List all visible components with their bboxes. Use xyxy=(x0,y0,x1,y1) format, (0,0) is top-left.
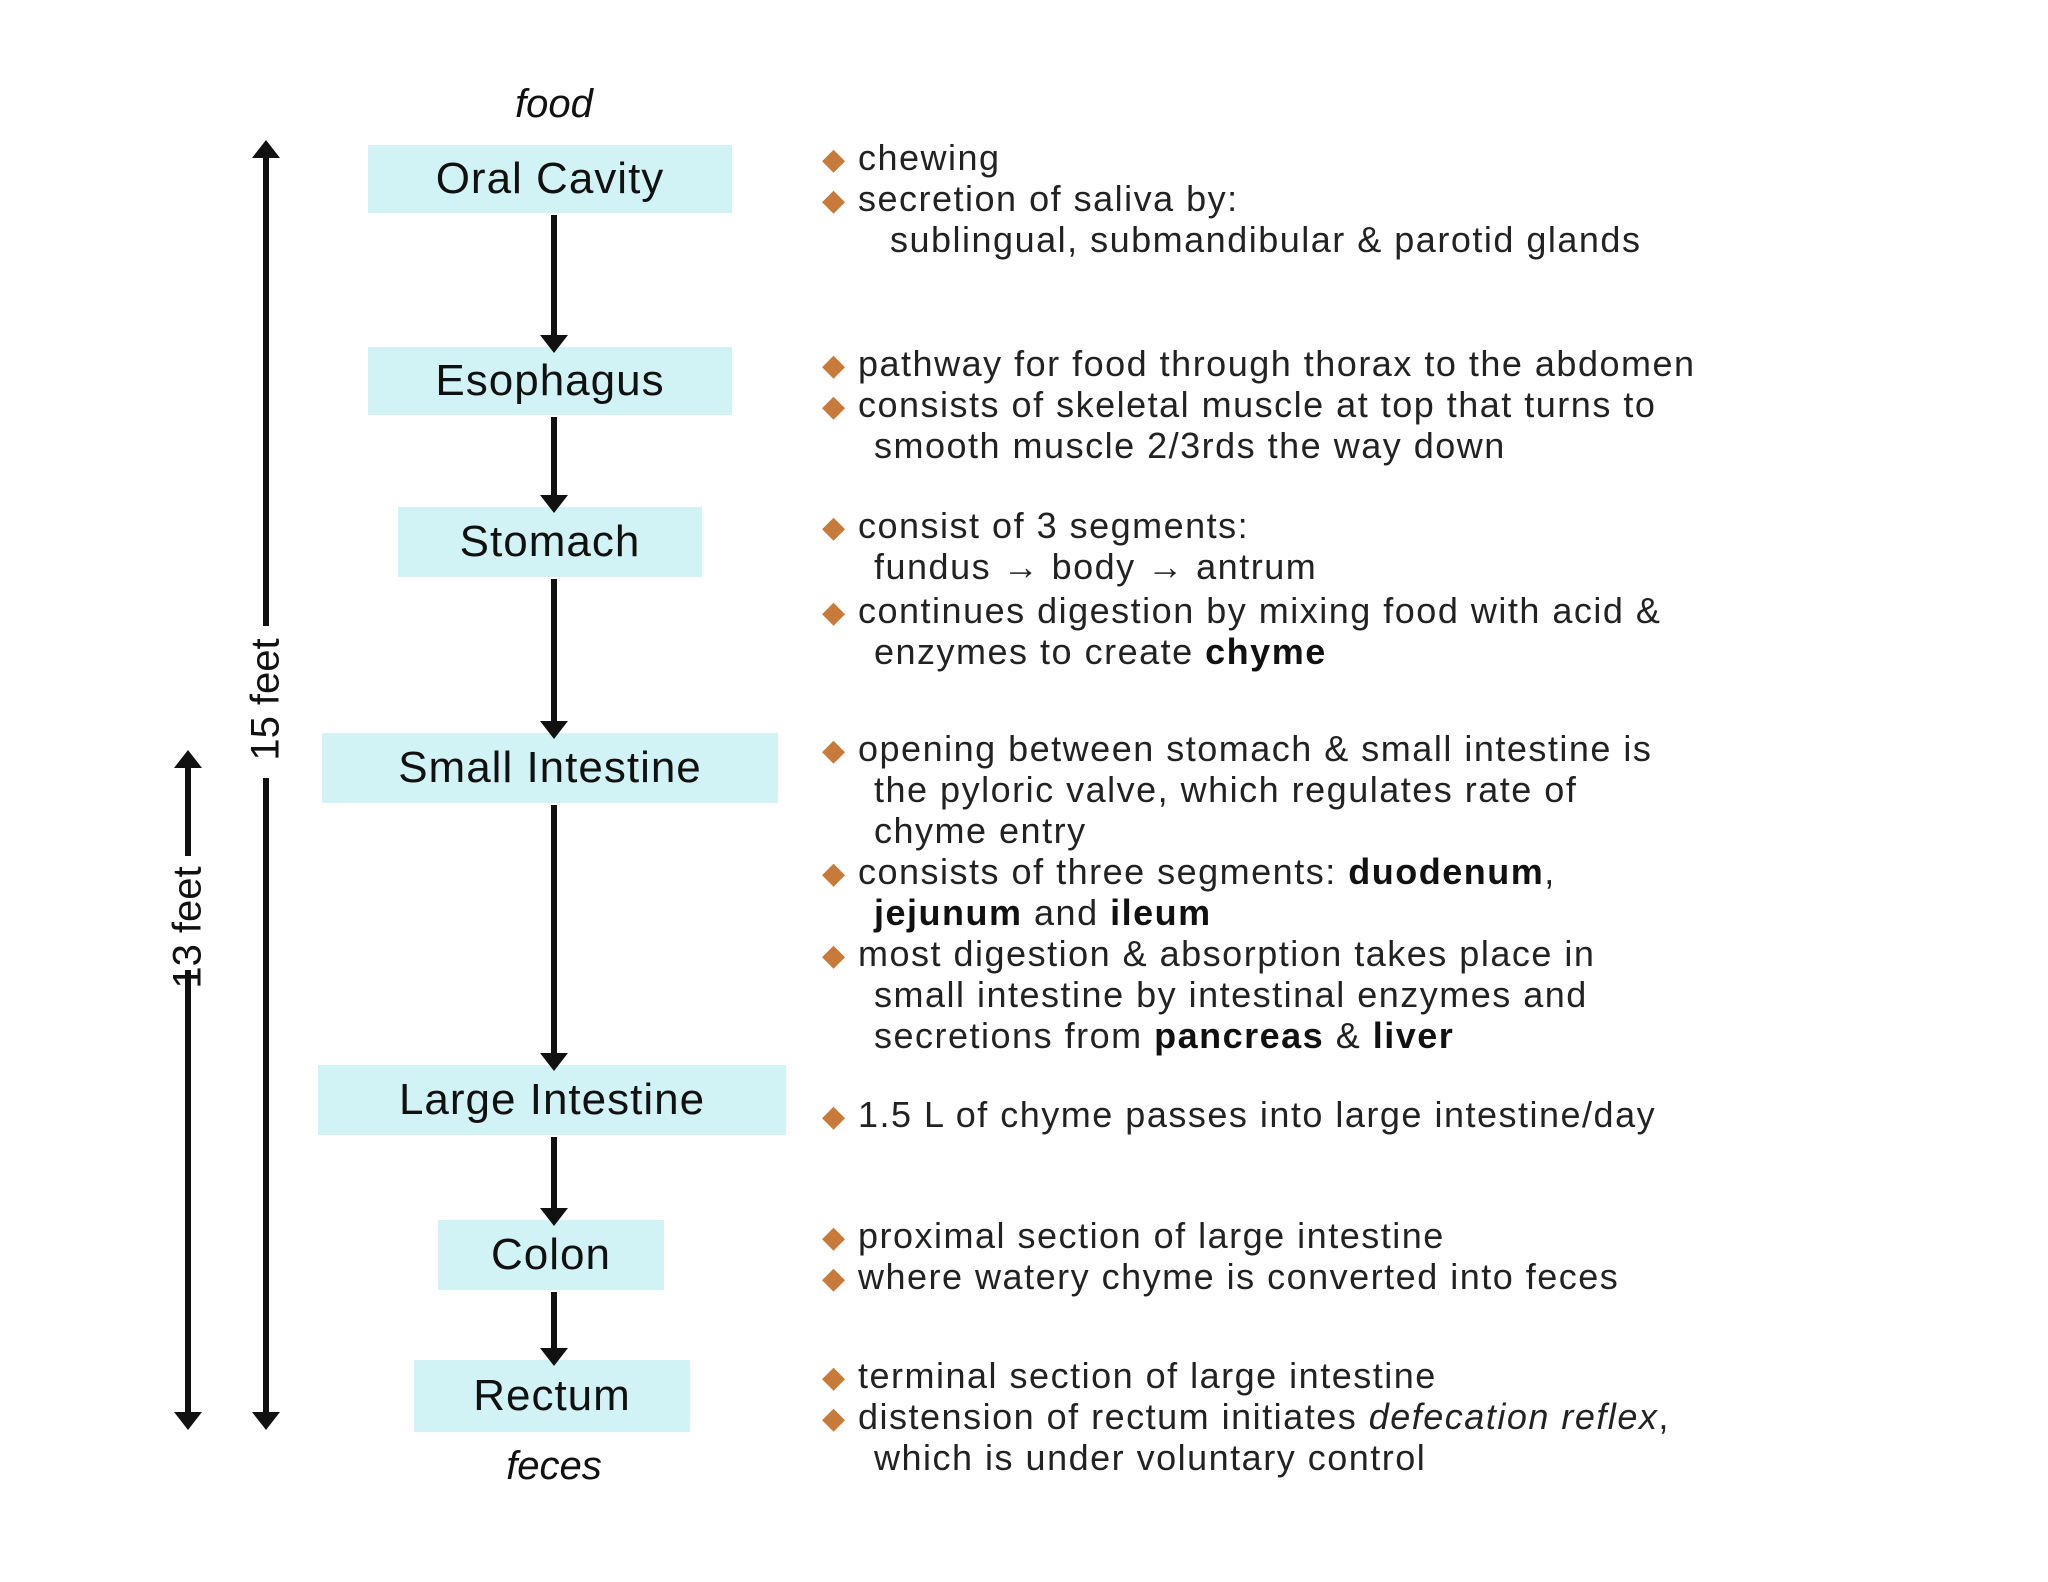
note-line: ◆ most digestion & absorption takes place… xyxy=(818,933,2018,974)
notes-esophagus: ◆ pathway for food through thorax to the … xyxy=(818,343,2018,466)
note-text: secretions from xyxy=(874,1015,1143,1056)
note-text: secretion of saliva by: xyxy=(858,178,1239,219)
bullet-icon: ◆ xyxy=(822,390,847,423)
note-text: consists of skeletal muscle at top that … xyxy=(858,384,1657,425)
feces-label: feces xyxy=(506,1444,602,1488)
length-13ft-line-bottom xyxy=(174,970,202,1430)
note-text: most digestion & absorption takes place … xyxy=(858,933,1596,974)
length-15ft-line-bottom xyxy=(252,778,280,1430)
note-text: , xyxy=(1544,851,1556,892)
bullet-icon: ◆ xyxy=(822,1262,847,1295)
organ-large-intestine: Large Intestine xyxy=(318,1065,786,1135)
bullet-icon: ◆ xyxy=(822,1221,847,1254)
note-line: ◆ chewing xyxy=(818,137,2018,178)
note-bold-term: pancreas xyxy=(1154,1015,1325,1056)
note-text: pathway for food through thorax to the a… xyxy=(858,343,1696,384)
note-text: terminal section of large intestine xyxy=(858,1355,1437,1396)
bullet-icon: ◆ xyxy=(822,939,847,972)
note-continuation: enzymes to create chyme xyxy=(818,631,2018,672)
note-bold-term: liver xyxy=(1372,1015,1455,1056)
notes-large-intestine: ◆ 1.5 L of chyme passes into large intest… xyxy=(818,1094,2018,1135)
note-text: & xyxy=(1335,1015,1362,1056)
note-text: opening between stomach & small intestin… xyxy=(858,728,1653,769)
note-line: ◆ opening between stomach & small intesti… xyxy=(818,728,2018,769)
notes-small-intestine: ◆ opening between stomach & small intesti… xyxy=(818,728,2018,1056)
note-continuation: secretions from pancreas & liver xyxy=(818,1015,2018,1056)
note-continuation: smooth muscle 2/3rds the way down xyxy=(874,425,1506,466)
organ-stomach: Stomach xyxy=(398,507,702,577)
flow-arrow-large-to-colon xyxy=(540,1137,568,1226)
note-text: and xyxy=(1034,892,1099,933)
organ-esophagus: Esophagus xyxy=(368,347,732,415)
note-text: where watery chyme is converted into fec… xyxy=(858,1256,1620,1297)
note-text: chewing xyxy=(858,137,1001,178)
food-label: food xyxy=(515,82,593,126)
note-text: consist of 3 segments: xyxy=(858,505,1250,546)
note-continuation: fundus → body → antrum xyxy=(874,546,1318,587)
note-text: proximal section of large intestine xyxy=(858,1215,1445,1256)
bullet-icon: ◆ xyxy=(822,596,847,629)
organ-colon: Colon xyxy=(438,1220,664,1290)
bullet-icon: ◆ xyxy=(822,734,847,767)
note-line: ◆ proximal section of large intestine xyxy=(818,1215,2018,1256)
note-line: ◆ consists of three segments: duodenum, xyxy=(818,851,2018,892)
note-bold-term: ileum xyxy=(1110,892,1212,933)
bullet-icon: ◆ xyxy=(822,1100,847,1133)
bullet-icon: ◆ xyxy=(822,1402,847,1435)
note-bold-term: chyme xyxy=(1205,631,1327,672)
note-text: 1.5 L of chyme passes into large intesti… xyxy=(858,1094,1657,1135)
bullet-icon: ◆ xyxy=(822,511,847,544)
note-text: continues digestion by mixing food with … xyxy=(858,590,1662,631)
flow-arrow-stomach-to-small xyxy=(540,579,568,739)
note-line: ◆ consists of skeletal muscle at top that… xyxy=(818,384,2018,425)
note-line: ◆ secretion of saliva by: xyxy=(818,178,2018,219)
bullet-icon: ◆ xyxy=(822,1361,847,1394)
flow-arrow-small-to-large xyxy=(540,805,568,1071)
notes-rectum: ◆ terminal section of large intestine ◆ di… xyxy=(818,1355,2018,1478)
flow-arrow-esophagus-to-stomach xyxy=(540,417,568,513)
note-text: enzymes to create xyxy=(874,631,1194,672)
note-continuation: chyme entry xyxy=(874,810,1087,851)
bullet-icon: ◆ xyxy=(822,143,847,176)
organ-small-intestine: Small Intestine xyxy=(322,733,778,803)
notes-colon: ◆ proximal section of large intestine ◆ wh… xyxy=(818,1215,2018,1297)
organ-rectum: Rectum xyxy=(414,1360,690,1432)
note-continuation: small intestine by intestinal enzymes an… xyxy=(874,974,1588,1015)
note-bold-term: duodenum xyxy=(1348,851,1545,892)
bullet-icon: ◆ xyxy=(822,349,847,382)
note-line: ◆ continues digestion by mixing food with… xyxy=(818,590,2018,631)
note-italic-term: defecation reflex xyxy=(1368,1396,1659,1437)
bullet-icon: ◆ xyxy=(822,857,847,890)
note-line: ◆ terminal section of large intestine xyxy=(818,1355,2018,1396)
note-line: ◆ pathway for food through thorax to the … xyxy=(818,343,2018,384)
notes-oral-cavity: ◆ chewing ◆ secretion of saliva by: sublin… xyxy=(818,137,2018,260)
note-text: consists of three segments: xyxy=(858,851,1337,892)
note-line: ◆ where watery chyme is converted into fe… xyxy=(818,1256,2018,1297)
length-15ft-line-top xyxy=(252,140,280,626)
note-bold-term: jejunum xyxy=(874,892,1023,933)
length-13ft-line-top xyxy=(174,750,202,856)
note-text: distension of rectum initiates xyxy=(858,1396,1358,1437)
notes-stomach: ◆ consist of 3 segments: fundus → body → … xyxy=(818,505,2018,672)
note-text: , xyxy=(1658,1396,1670,1437)
note-line: ◆ 1.5 L of chyme passes into large intest… xyxy=(818,1094,2018,1135)
flow-arrow-colon-to-rectum xyxy=(540,1292,568,1366)
organ-oral-cavity: Oral Cavity xyxy=(368,145,732,213)
length-15ft-label: 15 feet xyxy=(243,638,288,761)
flow-arrow-oral-to-esophagus xyxy=(540,215,568,353)
note-line: ◆ consist of 3 segments: xyxy=(818,505,2018,546)
note-continuation: jejunum and ileum xyxy=(818,892,2018,933)
note-continuation: which is under voluntary control xyxy=(874,1437,1427,1478)
bullet-icon: ◆ xyxy=(822,184,847,217)
note-line: ◆ distension of rectum initiates defecati… xyxy=(818,1396,2018,1437)
note-continuation: the pyloric valve, which regulates rate … xyxy=(874,769,1578,810)
note-continuation: sublingual, submandibular & parotid glan… xyxy=(890,219,1642,260)
length-13ft-label: 13 feet xyxy=(165,866,210,989)
